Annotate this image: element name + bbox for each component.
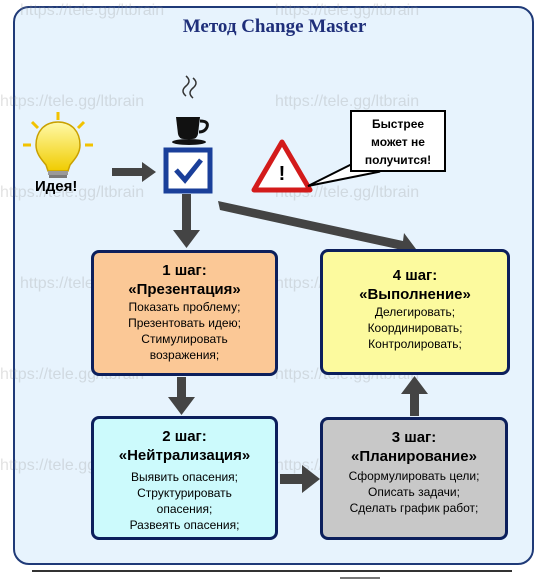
warning-callout: Быстрее может не получится! (350, 110, 446, 172)
step-4-box: 4 шаг: «Выполнение» Делегировать; Коорди… (320, 249, 510, 375)
lightbulb-icon (23, 112, 93, 178)
step-number: 2 шаг: (162, 428, 207, 445)
step-item: Сформулировать цели; (348, 469, 480, 483)
checkbox-icon (163, 147, 213, 194)
warning-triangle-icon: ! (251, 139, 313, 193)
watermark: https://tele.gg/ltbrain (0, 93, 145, 110)
callout-line: получится! (364, 153, 432, 167)
idea-label: Идея! (35, 178, 78, 195)
step-name: «Выполнение» (359, 286, 471, 303)
arrow-check-to-step1 (173, 194, 200, 248)
bottom-divider (32, 570, 512, 572)
arrow-idea-to-check (112, 162, 156, 182)
step-item: Делегировать; (374, 305, 456, 319)
callout-line: может не (371, 135, 425, 149)
diagram-title: Метод Change Master (182, 16, 367, 37)
callout-line: Быстрее (371, 117, 425, 131)
arrow-step1-to-step2 (168, 377, 195, 415)
arrow-step3-to-step4 (401, 376, 428, 416)
step-item: Контролировать; (368, 337, 462, 351)
step-item: Структурировать (137, 486, 232, 500)
coffee-cup-icon (172, 75, 209, 145)
arrow-step2-to-step3 (280, 465, 320, 493)
watermark: https://tele.gg/ltbrain (275, 2, 420, 19)
warning-symbol: ! (279, 163, 286, 185)
step-item: Показать проблему; (128, 300, 241, 314)
watermark: https://tele.gg/ltbrain (20, 2, 165, 19)
step-item: Координировать; (367, 321, 463, 335)
step-item: Развеять опасения; (129, 518, 240, 532)
step-name: «Планирование» (351, 448, 477, 465)
step-item: возражения; (149, 348, 220, 362)
step-number: 4 шаг: (392, 267, 438, 284)
arrow-check-to-step4 (218, 201, 416, 259)
step-item: Сделать график работ; (349, 501, 479, 515)
step-item: Выявить опасения; (131, 470, 238, 484)
watermark: https://tele.gg/ltbrain (0, 184, 145, 201)
step-name: «Презентация» (128, 281, 241, 298)
step-item: Презентовать идею; (128, 316, 241, 330)
step-item: Стимулировать (141, 332, 228, 346)
step-3-box: 3 шаг: «Планирование» Сформулировать цел… (320, 417, 508, 540)
step-item: Описать задачи; (368, 485, 460, 499)
step-1-box: 1 шаг: «Презентация» Показать проблему; … (91, 250, 278, 376)
step-name: «Нейтрализация» (118, 447, 251, 464)
step-2-box: 2 шаг: «Нейтрализация» Выявить опасения;… (91, 416, 278, 540)
step-number: 1 шаг: (162, 262, 207, 279)
step-item: опасения; (156, 502, 213, 516)
bottom-divider-fragment (340, 577, 380, 579)
watermark: https://tele.gg/ltbrain (275, 93, 420, 110)
step-number: 3 шаг: (391, 429, 437, 446)
